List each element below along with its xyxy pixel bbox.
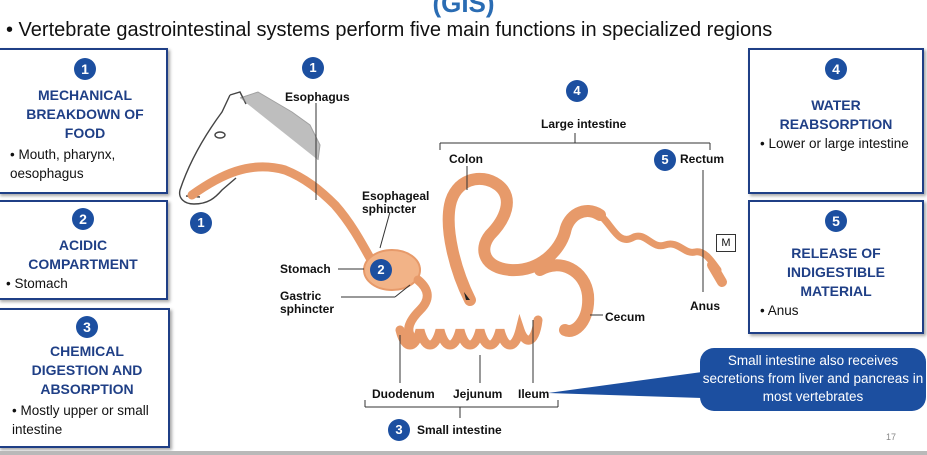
label-large-intestine: Large intestine — [541, 117, 627, 131]
label-jejunum: Jejunum — [453, 387, 503, 401]
label-colon: Colon — [449, 152, 483, 166]
function-title: RELEASE OF INDIGESTIBLE MATERIAL — [786, 245, 885, 299]
number-badge: 2 — [72, 208, 94, 230]
number-badge: 1 — [74, 58, 96, 80]
label-cecum: Cecum — [605, 310, 646, 324]
slide-number: 17 — [886, 432, 897, 442]
label-anus: Anus — [690, 299, 720, 313]
label-small-intestine: Small intestine — [417, 423, 502, 437]
horse-head-outline — [178, 91, 247, 205]
number-small-intestine: 3 — [388, 419, 410, 441]
number-large-intestine: 4 — [566, 80, 588, 102]
function-item: • Stomach — [6, 276, 68, 291]
marker-m: M — [716, 234, 736, 252]
label-duodenum: Duodenum — [372, 387, 435, 401]
label-leader-lines — [315, 103, 711, 418]
bullet-heading: • Vertebrate gastrointestinal systems pe… — [6, 19, 773, 41]
function-box-1: 1 MECHANICAL BREAKDOWN OF FOOD • Mouth, … — [0, 48, 168, 194]
function-box-3: 3 CHEMICAL DIGESTION AND ABSORPTION • Mo… — [0, 308, 170, 448]
number-esophagus: 1 — [302, 57, 324, 79]
number-badge: 5 — [825, 210, 847, 232]
number-badge: 4 — [825, 58, 847, 80]
function-item: • Mouth, pharynx, oesophagus — [10, 147, 116, 181]
function-item: • Lower or large intestine — [760, 136, 909, 151]
function-item: • Mostly upper or small intestine — [12, 403, 149, 437]
label-rectum: Rectum — [680, 152, 725, 166]
number-badge: 3 — [76, 316, 98, 338]
function-box-4: 4 WATER REABSORPTION • Lower or large in… — [748, 48, 924, 194]
function-title: MECHANICAL BREAKDOWN OF FOOD — [26, 87, 144, 141]
function-box-2: 2 ACIDIC COMPARTMENT • Stomach — [0, 200, 168, 300]
horse-mane — [239, 91, 321, 161]
function-title: WATER REABSORPTION — [779, 97, 893, 132]
digestive-tract — [187, 162, 727, 350]
callout-pointer — [548, 372, 702, 398]
label-stomach: Stomach — [280, 262, 331, 276]
function-box-5: 5 RELEASE OF INDIGESTIBLE MATERIAL • Anu… — [748, 200, 924, 334]
callout-note: Small intestine also receives secretions… — [700, 348, 926, 411]
number-rectum: 5 — [654, 149, 676, 171]
slide-title-partial: (GIS) — [432, 0, 495, 18]
number-stomach: 2 — [370, 259, 392, 281]
function-title: CHEMICAL DIGESTION AND ABSORPTION — [31, 343, 143, 397]
label-gastric-sphincter: Gastric sphincter — [280, 289, 335, 316]
function-item: • Anus — [760, 303, 799, 318]
cursor-icon — [464, 292, 470, 300]
bottom-divider — [0, 451, 927, 455]
label-esophageal-sphincter: Esophageal sphincter — [362, 189, 430, 216]
label-ileum: Ileum — [518, 387, 550, 401]
label-esophagus: Esophagus — [285, 90, 350, 104]
function-title: ACIDIC COMPARTMENT — [28, 237, 138, 272]
number-mouth: 1 — [190, 212, 212, 234]
